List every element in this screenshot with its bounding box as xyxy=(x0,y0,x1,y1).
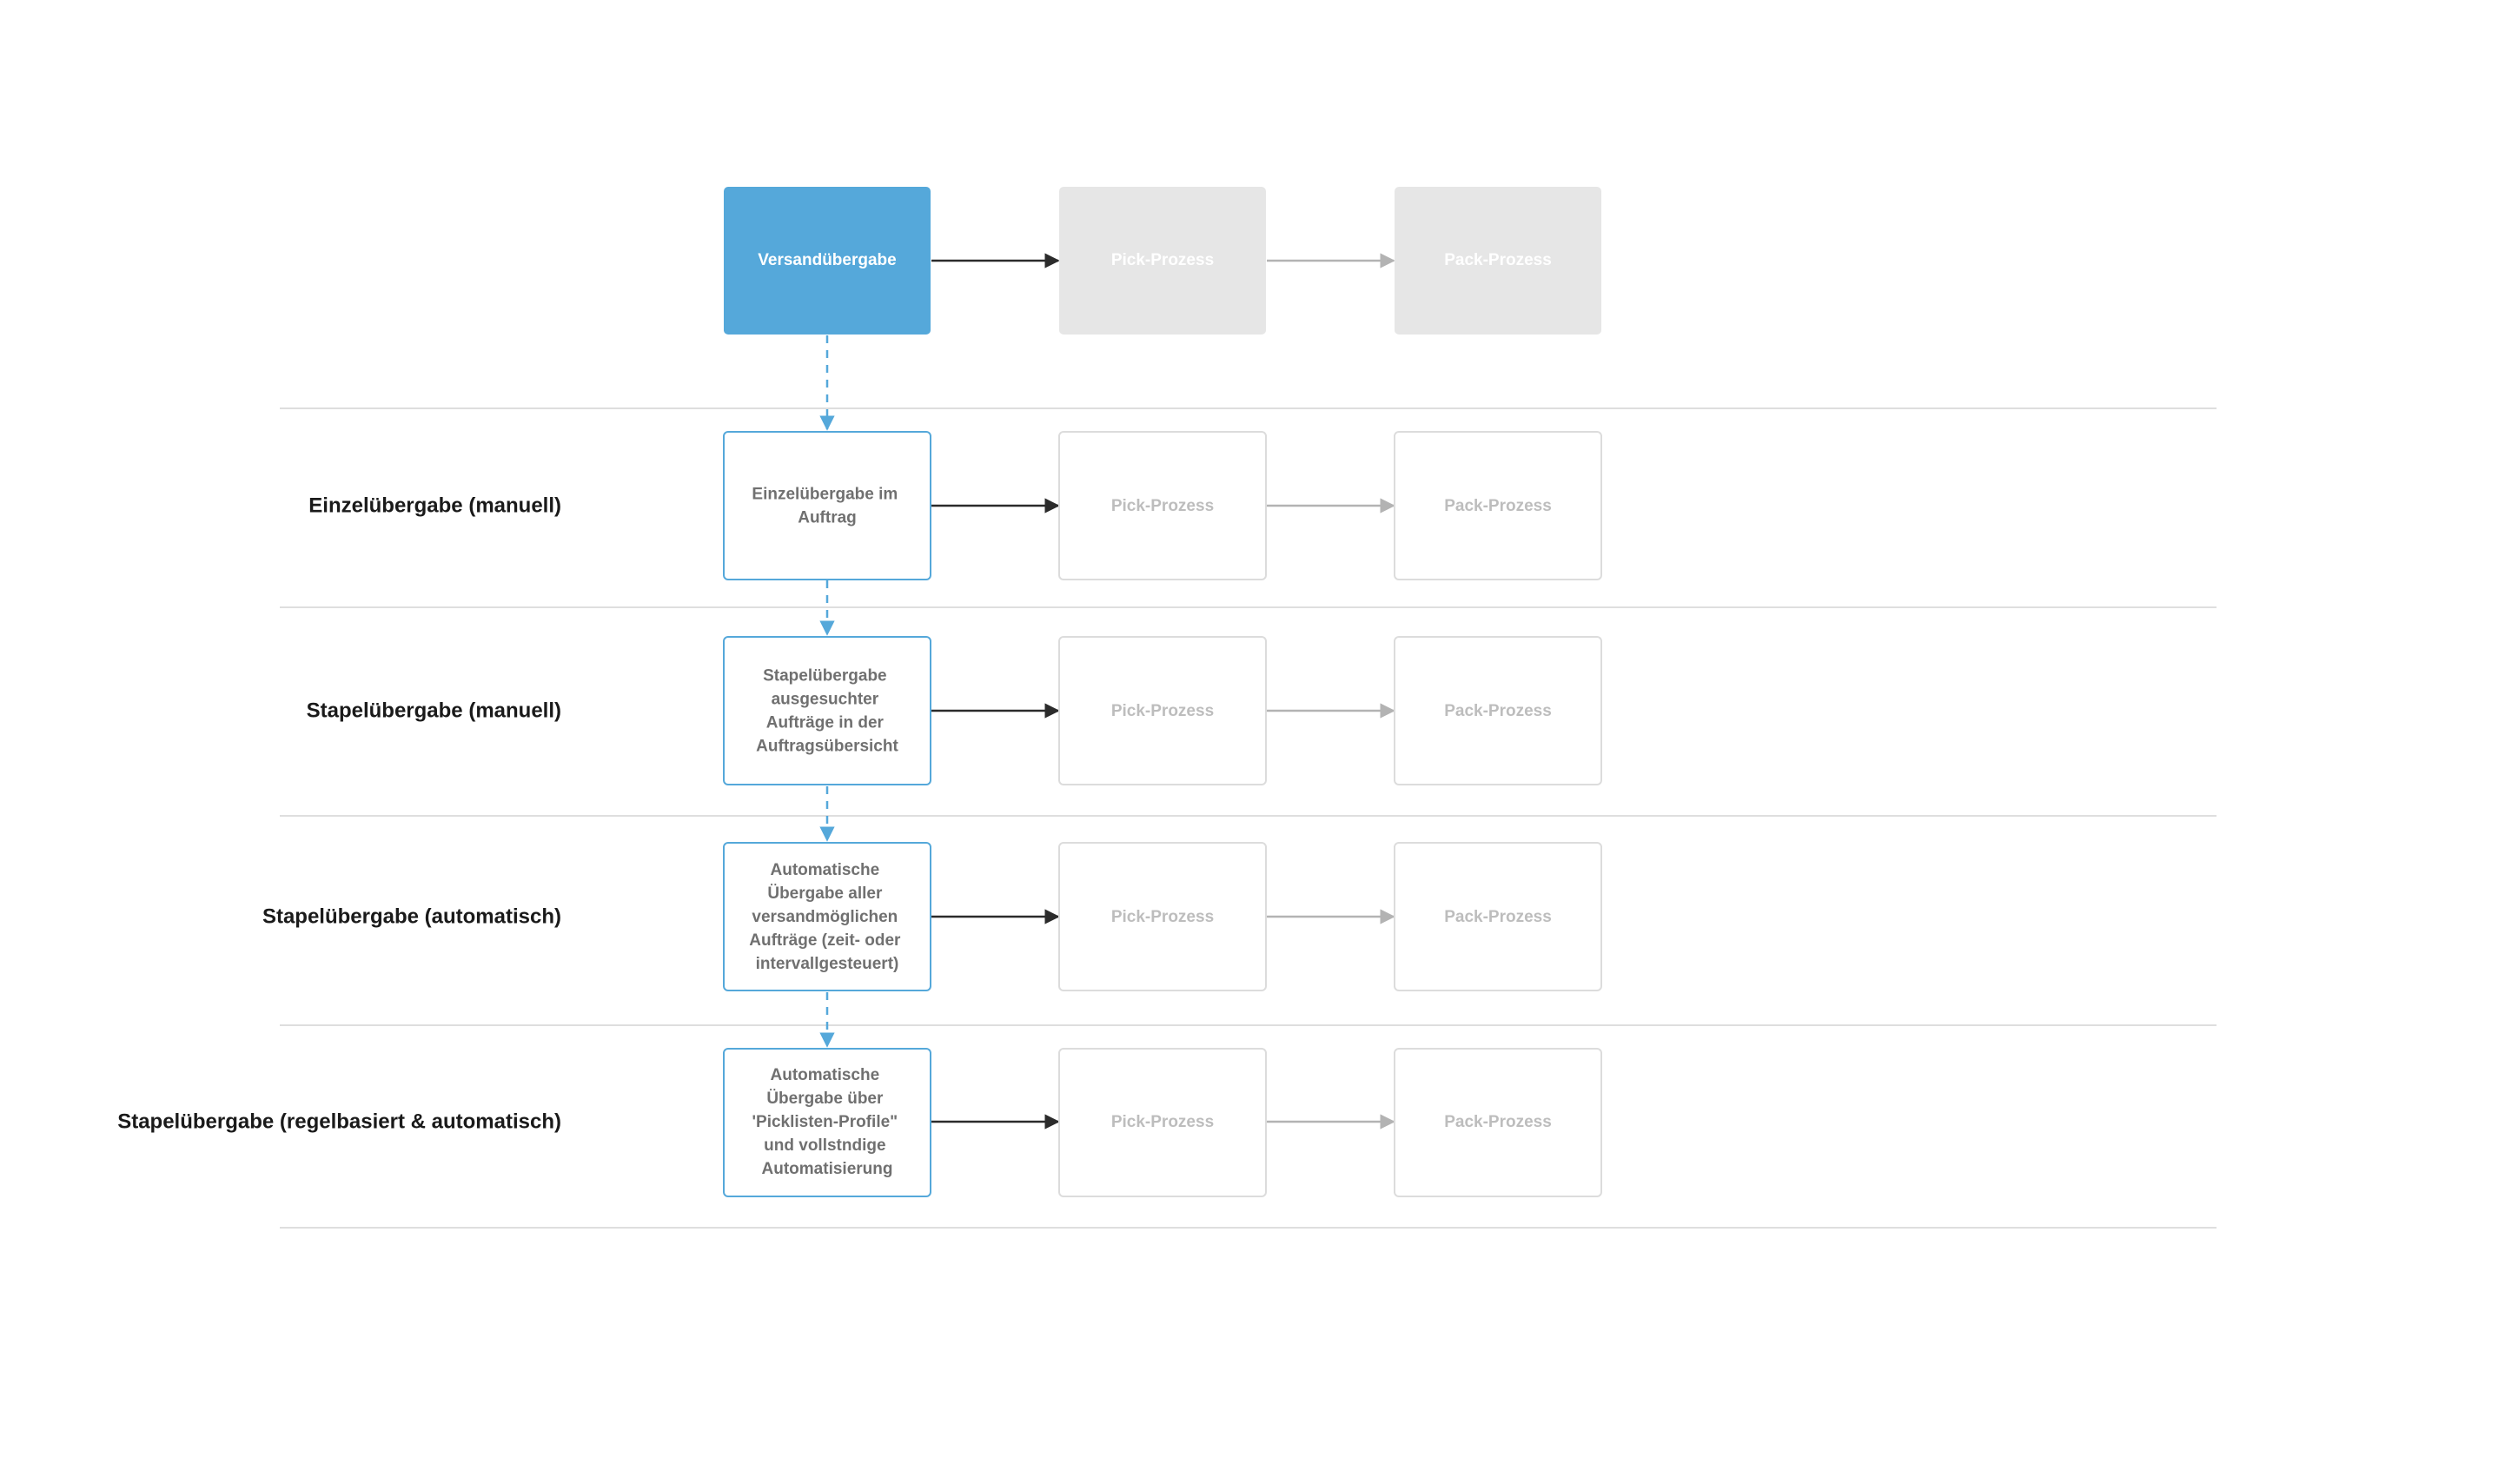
node-line: Auftragsübersicht xyxy=(756,738,898,756)
pack-process-node xyxy=(1394,431,1602,580)
pick-process-label: Pick-Prozess xyxy=(1111,908,1214,926)
pick-process-label: Pick-Prozess xyxy=(1111,251,1214,269)
pack-process-label: Pack-Prozess xyxy=(1444,497,1552,515)
node-line: versandmöglichen xyxy=(752,908,898,926)
pick-process-label: Pick-Prozess xyxy=(1111,1113,1214,1131)
pick-process-label: Pick-Prozess xyxy=(1111,497,1214,515)
method-node[interactable] xyxy=(723,842,931,991)
method-node[interactable] xyxy=(723,636,931,785)
method-node-text: Einzelübergabe im Auftrag xyxy=(752,481,902,527)
node-line: Übergabe über xyxy=(766,1090,884,1108)
row-label: Stapelübergabe (manuell) xyxy=(307,699,561,722)
node-line: Automatisierung xyxy=(762,1160,893,1178)
row-label: Stapelübergabe (regelbasiert & automatis… xyxy=(117,1110,561,1133)
method-node-text: Stapelübergabe ausgesuchter Aufträge in … xyxy=(756,663,898,756)
pack-process-node xyxy=(1394,842,1602,991)
row-label: Stapelübergabe (automatisch) xyxy=(262,904,561,928)
row-stapeluebergabe-automatisch: Stapelübergabe (automatisch) Automatisch… xyxy=(262,842,1602,991)
node-line: ausgesuchter xyxy=(772,691,879,709)
node-line: Automatische xyxy=(771,1066,880,1084)
row-einzeluebergabe: Einzelübergabe (manuell) Einzelübergabe … xyxy=(308,431,1602,580)
node-line: intervallgesteuert) xyxy=(756,955,899,973)
row-label: Einzelübergabe (manuell) xyxy=(308,494,561,517)
pack-process-node xyxy=(1395,187,1601,335)
versanduebergabe-label: Versandübergabe xyxy=(758,251,896,269)
pack-process-label: Pack-Prozess xyxy=(1444,702,1552,720)
pick-process-node xyxy=(1058,431,1267,580)
node-line: 'Picklisten-Profile" xyxy=(752,1113,898,1131)
node-line: Einzelübergabe im xyxy=(752,486,898,504)
row-stapeluebergabe-manuell: Stapelübergabe (manuell) Stapelübergabe … xyxy=(307,636,1602,785)
node-line: Übergabe aller xyxy=(767,884,883,903)
top-flow: Versandübergabe Pick-Prozess Pack-Prozes… xyxy=(724,187,1601,335)
method-node[interactable] xyxy=(723,431,931,580)
node-line: und vollstndige xyxy=(764,1136,885,1155)
node-line: Auftrag xyxy=(798,509,857,527)
versanduebergabe-node[interactable] xyxy=(724,187,931,335)
pick-process-node xyxy=(1058,636,1267,785)
pick-process-node xyxy=(1058,1048,1267,1197)
method-node-text: Automatische Übergabe aller versandmögli… xyxy=(749,857,904,973)
pack-process-node xyxy=(1394,636,1602,785)
pack-process-label: Pack-Prozess xyxy=(1444,1113,1552,1131)
node-line: Aufträge in der xyxy=(766,714,885,732)
method-node[interactable] xyxy=(723,1048,931,1197)
pick-process-label: Pick-Prozess xyxy=(1111,702,1214,720)
pick-process-node xyxy=(1059,187,1266,335)
method-node-text: Automatische Übergabe über 'Picklisten-P… xyxy=(752,1062,903,1178)
pack-process-label: Pack-Prozess xyxy=(1444,908,1552,926)
node-line: Automatische xyxy=(771,861,880,879)
pack-process-node xyxy=(1394,1048,1602,1197)
row-stapeluebergabe-regelbasiert: Stapelübergabe (regelbasiert & automatis… xyxy=(117,1048,1602,1197)
node-line: Aufträge (zeit- oder xyxy=(749,931,901,950)
node-line: Stapelübergabe xyxy=(763,667,887,686)
pack-process-label: Pack-Prozess xyxy=(1444,251,1552,269)
pick-process-node xyxy=(1058,842,1267,991)
